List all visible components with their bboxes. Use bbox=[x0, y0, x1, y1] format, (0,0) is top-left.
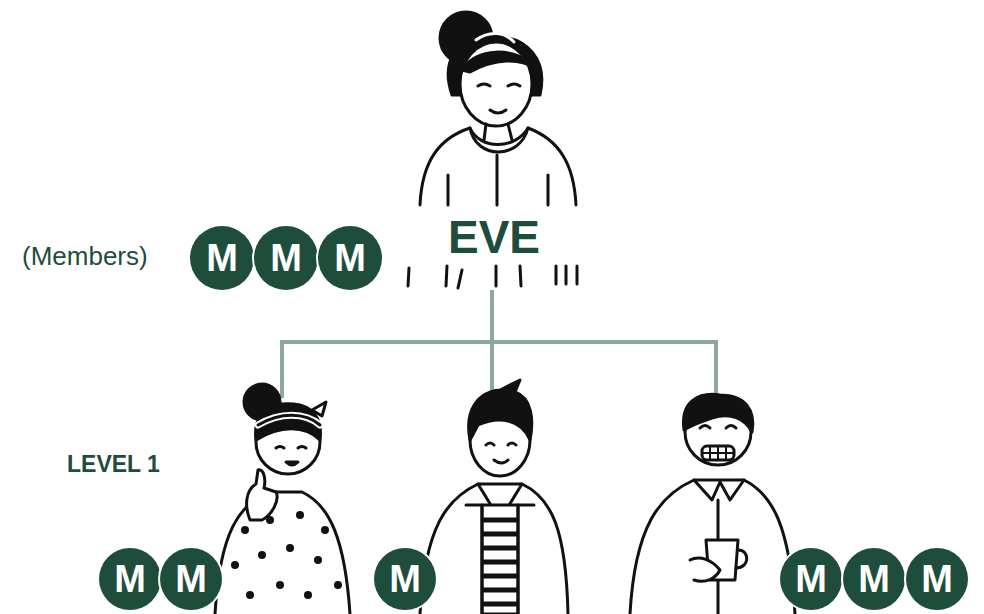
member-badge: M bbox=[99, 548, 161, 610]
person-figure bbox=[630, 394, 795, 614]
member-badge: M bbox=[190, 226, 254, 290]
person-figure bbox=[420, 380, 568, 614]
person-name: EVE bbox=[448, 214, 540, 260]
member-badge: M bbox=[780, 548, 842, 610]
hoodie-strings bbox=[408, 266, 577, 288]
badge-letter: M bbox=[206, 239, 238, 277]
member-badge: M bbox=[160, 548, 222, 610]
person-figure bbox=[215, 384, 350, 614]
member-badge: M bbox=[254, 226, 318, 290]
member-badge: M bbox=[906, 548, 968, 610]
badge-letter: M bbox=[795, 560, 827, 598]
badge-letter: M bbox=[114, 560, 146, 598]
level-label: LEVEL 1 bbox=[67, 453, 160, 476]
tree-lines bbox=[282, 290, 716, 398]
badge-letter: M bbox=[270, 239, 302, 277]
badge-letter: M bbox=[858, 560, 890, 598]
member-badge: M bbox=[374, 548, 436, 610]
badge-letter: M bbox=[175, 560, 207, 598]
members-label: (Members) bbox=[22, 243, 148, 269]
eve-figure bbox=[420, 12, 576, 205]
badge-letter: M bbox=[389, 560, 421, 598]
member-badge: M bbox=[318, 226, 382, 290]
badge-letter: M bbox=[921, 560, 953, 598]
member-badge: M bbox=[843, 548, 905, 610]
badge-letter: M bbox=[334, 239, 366, 277]
